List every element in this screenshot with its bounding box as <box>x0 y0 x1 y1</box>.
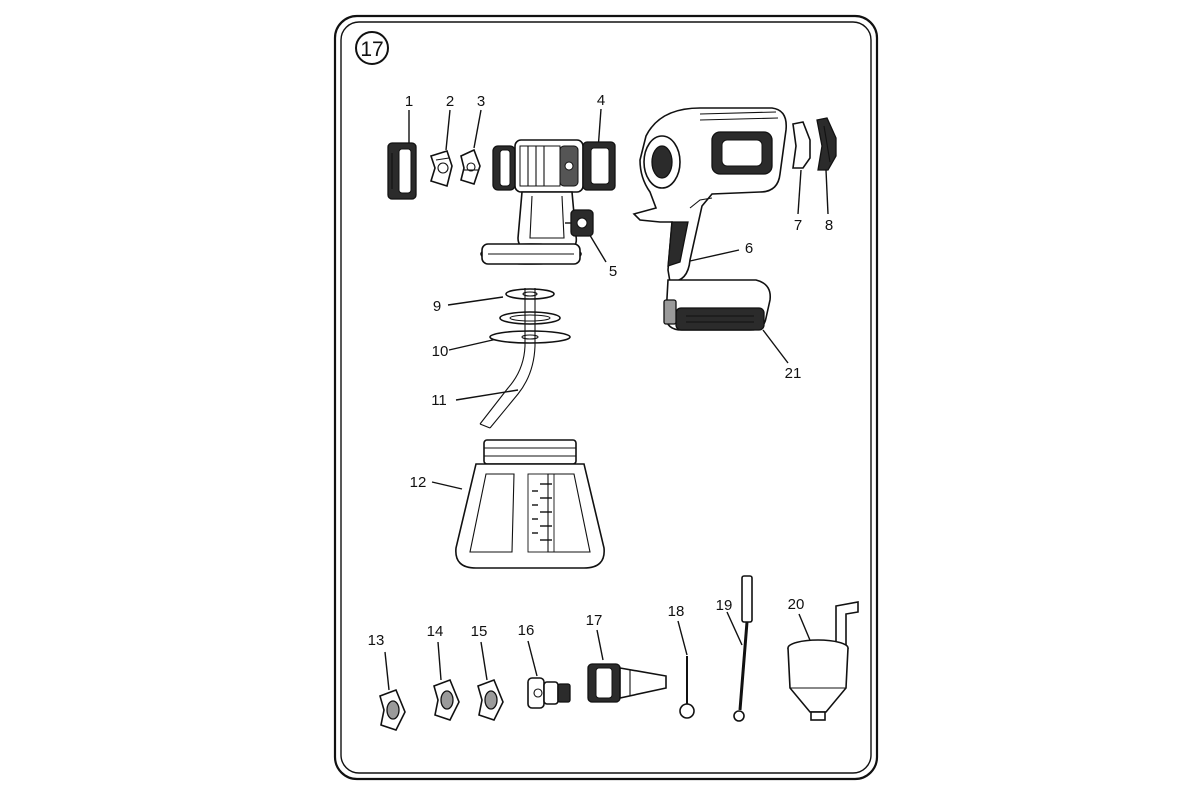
part-21-battery <box>663 279 772 331</box>
part-20-callout: 20 <box>788 596 805 613</box>
part-7-callout: 7 <box>794 217 802 234</box>
part-3-callout: 3 <box>477 93 485 110</box>
part-21-callout: 21 <box>785 365 802 382</box>
part-10-gasket <box>489 311 571 344</box>
part-5-callout: 5 <box>609 263 617 280</box>
part-17-extension-nozzle <box>587 663 667 703</box>
page-number: 17 <box>360 38 383 61</box>
page-number-badge: 17 <box>355 31 389 65</box>
part-15-callout: 15 <box>471 623 488 640</box>
part-16-adapter <box>527 677 571 709</box>
part-18-viscosity-gauge <box>679 656 695 719</box>
part-6-callout: 6 <box>745 240 753 257</box>
part-10-callout: 10 <box>432 343 449 360</box>
part-19-cleaning-brush <box>733 575 753 722</box>
part-11-suction-tube <box>479 288 536 429</box>
part-3-nozzle-tip <box>460 148 481 185</box>
part-16-callout: 16 <box>518 622 535 639</box>
part-12-container <box>455 439 605 569</box>
part-6-motor-housing <box>632 107 788 283</box>
part-11-callout: 11 <box>431 392 447 409</box>
part-12-callout: 12 <box>410 474 427 491</box>
part-9-callout: 9 <box>433 298 441 315</box>
part-14-callout: 14 <box>427 623 444 640</box>
part-13-callout: 13 <box>368 632 385 649</box>
page-frame <box>333 14 879 781</box>
part-15-nozzle-tip <box>477 678 504 721</box>
part-7-filter <box>792 121 811 169</box>
part-13-nozzle-tip <box>379 688 406 731</box>
part-2-callout: 2 <box>446 93 454 110</box>
part-8-rear-cover <box>816 117 837 171</box>
part-20-funnel <box>787 601 859 721</box>
part-5-adjustment-knob <box>565 209 594 237</box>
part-19-callout: 19 <box>716 597 733 614</box>
part-1-nozzle-ring <box>387 142 417 200</box>
part-9-gasket <box>505 288 555 300</box>
part-17-callout: 17 <box>586 612 603 629</box>
part-18-callout: 18 <box>668 603 685 620</box>
part-4-front-attachment <box>480 139 616 265</box>
part-4-callout: 4 <box>597 92 605 109</box>
part-14-nozzle-tip <box>433 678 460 721</box>
leader-lines <box>384 108 829 691</box>
part-8-callout: 8 <box>825 217 833 234</box>
part-2-air-cap <box>429 150 453 188</box>
part-1-callout: 1 <box>405 93 413 110</box>
callout-labels: 1 2 3 4 5 6 7 8 9 10 11 12 13 14 15 16 1… <box>368 92 834 649</box>
